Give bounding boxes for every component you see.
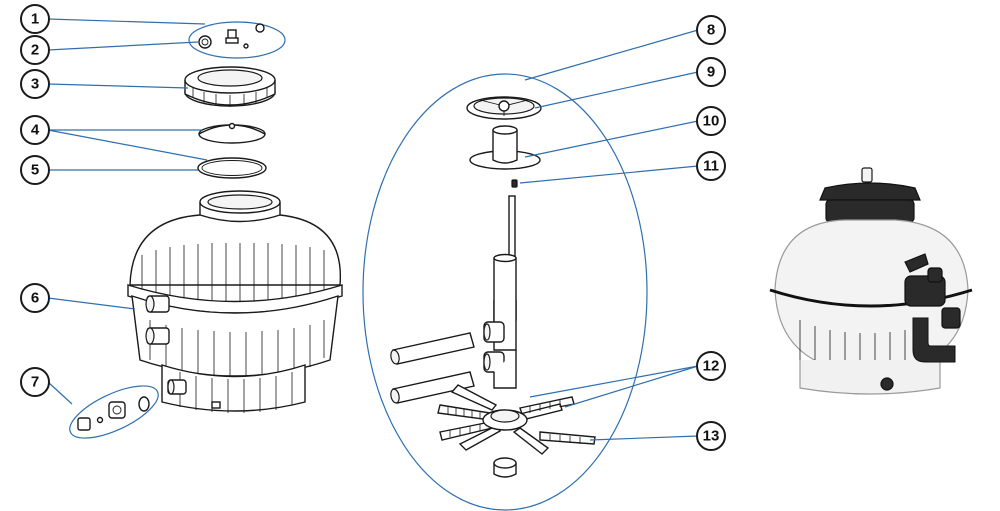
callout-2: 2 <box>20 35 50 65</box>
callout-5: 5 <box>20 155 50 185</box>
callout-number: 2 <box>31 42 39 59</box>
callout-12: 12 <box>696 351 726 381</box>
lid <box>198 122 266 144</box>
callout-number: 9 <box>707 64 715 81</box>
air-purge-fitting <box>225 29 239 44</box>
callout-number: 12 <box>703 358 720 375</box>
lateral-collector <box>437 384 596 478</box>
callout-1: 1 <box>20 4 50 34</box>
callout-number: 10 <box>703 113 720 130</box>
callout-3: 3 <box>20 69 50 99</box>
collector-flange <box>469 125 541 170</box>
central-pipe <box>483 195 517 389</box>
multiport-valve <box>904 253 961 363</box>
assembled-filter-image <box>769 167 973 395</box>
center-screw <box>511 179 518 188</box>
lid-o-ring <box>197 157 267 179</box>
callout-number: 11 <box>703 158 719 175</box>
callout-13: 13 <box>696 421 726 451</box>
callout-number: 7 <box>31 374 39 391</box>
filter-tank-body <box>127 190 343 413</box>
drain-plug <box>108 401 126 419</box>
lid-ring-nut <box>184 66 276 107</box>
callout-11: 11 <box>696 151 726 181</box>
pipe-elbow-upper <box>483 321 505 343</box>
drain-cap <box>77 417 91 431</box>
tank-drain-port <box>167 379 187 395</box>
callout-10: 10 <box>696 106 726 136</box>
manometer-fitting <box>198 35 212 49</box>
callout-number: 8 <box>707 22 715 39</box>
callout-number: 4 <box>31 122 40 139</box>
internals-group-outline <box>362 73 648 511</box>
callout-8: 8 <box>696 15 726 45</box>
connecting-pipe-upper <box>390 332 475 365</box>
callout-7: 7 <box>20 367 50 397</box>
callout-number: 13 <box>703 428 720 445</box>
drain-plug-assembly <box>69 385 159 439</box>
tank-upper-port <box>145 295 170 313</box>
connecting-pipe-lower <box>390 371 475 404</box>
callout-number: 1 <box>31 11 39 28</box>
collector-nut <box>493 457 517 478</box>
callout-number: 3 <box>31 76 39 93</box>
leader-lines <box>47 18 699 441</box>
lateral-fingers <box>437 384 596 455</box>
tank-lower-port <box>145 327 170 345</box>
callout-number: 6 <box>31 290 39 307</box>
callout-6: 6 <box>20 283 50 313</box>
callout-9: 9 <box>696 57 726 87</box>
lid-cover-plate <box>188 21 286 59</box>
callout-number: 5 <box>31 162 39 179</box>
diffuser <box>466 96 542 120</box>
callout-4: 4 <box>20 115 50 145</box>
